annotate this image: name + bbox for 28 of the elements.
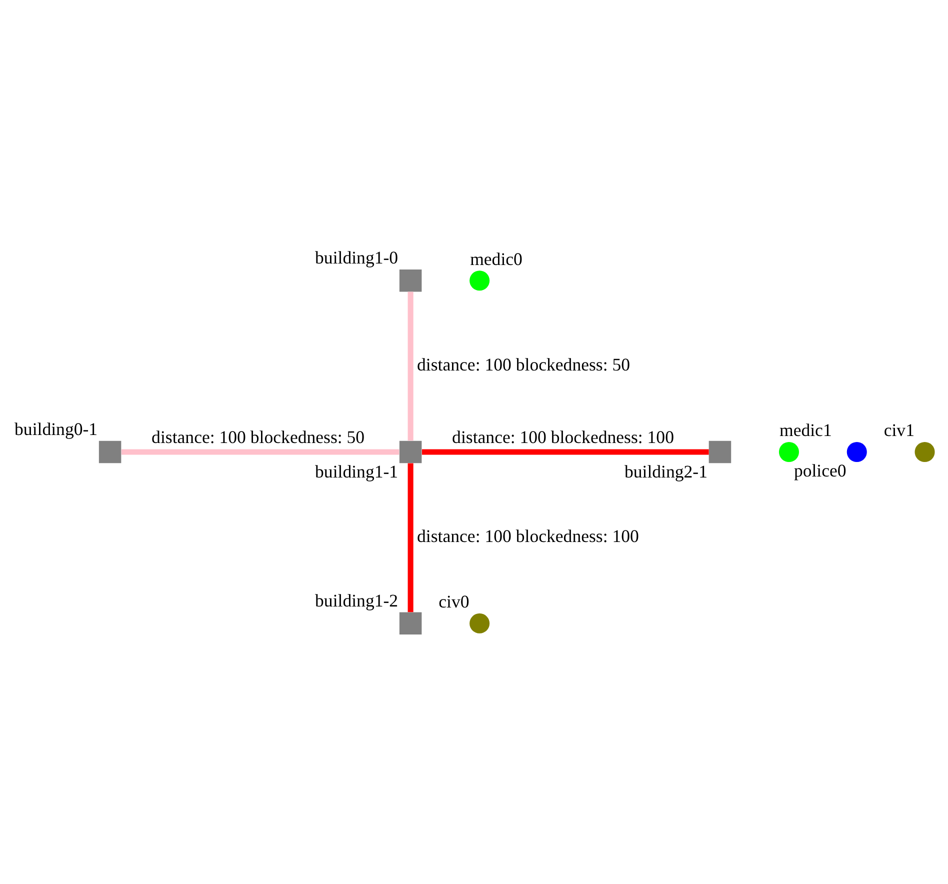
node-label: civ1 [884,420,914,440]
node-label: police0 [794,460,846,480]
node-box [708,440,732,464]
node-circle [846,442,867,462]
node-circle [470,613,490,634]
node-label: building0-1 [14,419,98,440]
edge-label: distance: 100 blockedness: 100 [417,526,639,546]
node-circle [778,442,799,462]
connector [408,292,414,441]
node-label: building1-0 [315,248,398,268]
node-label: building1-1 [315,461,398,482]
node-label: building2-1 [624,461,708,482]
edge-label: distance: 100 blockedness: 100 [452,426,674,447]
node-box [399,440,422,464]
node-label: civ0 [438,592,470,612]
node-box [399,612,422,635]
node-circle [470,270,490,291]
node-label: medic1 [779,420,832,440]
edge-label: distance: 100 blockedness: 50 [152,426,365,447]
node-circle [914,442,935,462]
node-box [399,269,422,292]
connector [408,463,414,612]
node-label: building1-2 [315,590,398,610]
node-box [98,440,122,464]
connector [121,449,400,455]
edge-label: distance: 100 blockedness: 50 [417,354,630,375]
connector [422,449,709,455]
node-label: medic0 [470,248,522,269]
